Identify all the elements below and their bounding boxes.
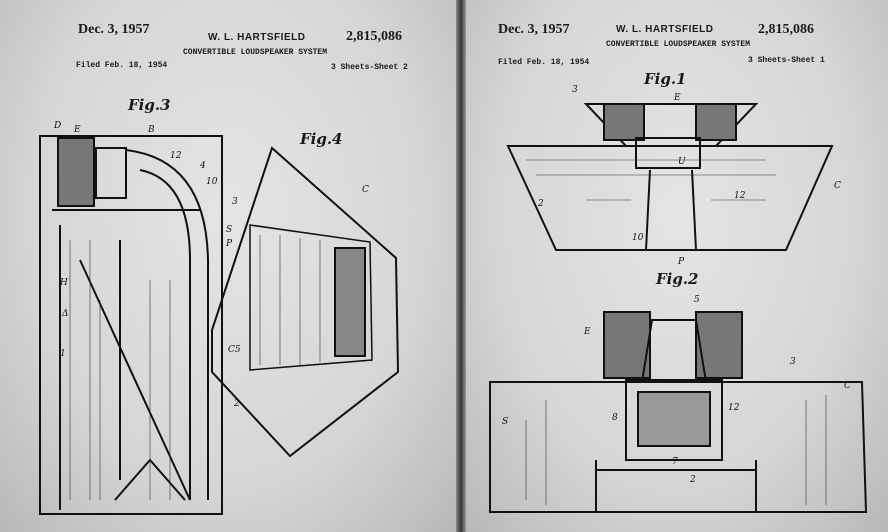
patent-date: Dec. 3, 1957 [498,22,570,37]
ref-label: 3 [790,357,796,367]
sheet-number: 3 Sheets-Sheet 2 [331,63,408,72]
figure-1-2-drawing: E 3 U C 2 12 10 P 5 E 3 C S 12 8 7 2 [489,85,868,513]
patent-sheet-1: Dec. 3, 1957 W. L. HARTSFIELD 2,815,086 … [466,0,888,532]
patent-title: CONVERTIBLE LOUDSPEAKER SYSTEM [183,48,328,57]
ref-label: D [53,121,61,131]
page-gutter [456,0,466,532]
patent-title: CONVERTIBLE LOUDSPEAKER SYSTEM [606,40,751,49]
figure-label: Fig.3 [128,96,171,114]
ref-label: 5 [694,295,700,305]
ref-label: C [362,185,369,195]
figure-3-4-drawing: D E B 3 12 4 10 S P 1 H Δ C C5 2 [39,121,400,515]
ref-label: 10 [206,177,218,187]
ref-label: 4 [199,161,206,171]
ref-label: 7 [672,457,678,467]
ref-label: C5 [228,345,241,355]
ref-label: P [677,257,685,267]
ref-label: 2 [537,199,544,209]
ref-label: C [834,181,841,191]
ref-label: Δ [61,309,69,319]
ref-label: C [844,381,851,391]
ref-label: 12 [734,191,746,201]
inventor-name: W. L. HARTSFIELD [208,32,306,43]
filed-date: Filed Feb. 18, 1954 [498,58,590,67]
filed-date: Filed Feb. 18, 1954 [76,61,168,70]
patent-date: Dec. 3, 1957 [78,22,150,37]
ref-label: 12 [728,403,740,413]
ref-label: E [673,93,681,103]
ref-label: U [678,157,686,167]
ref-label: 2 [233,399,240,409]
ref-label: H [59,278,68,288]
ref-label: 2 [689,475,696,485]
patent-number: 2,815,086 [758,22,814,37]
ref-label: S [226,225,232,235]
ref-label: E [73,125,81,135]
figure-label: Fig.1 [644,70,687,88]
ref-label: B [147,125,155,135]
sheet-number: 3 Sheets-Sheet 1 [748,56,825,65]
figure-label: Fig.4 [300,130,343,148]
patent-number: 2,815,086 [346,29,402,44]
ref-label: 3 [572,85,578,95]
ref-label: S [502,417,508,427]
ref-label: E [583,327,591,337]
figure-label: Fig.2 [656,270,699,288]
ref-label: 8 [612,413,618,423]
inventor-name: W. L. HARTSFIELD [616,24,714,35]
patent-sheet-2: Dec. 3, 1957 W. L. HARTSFIELD 2,815,086 … [0,0,456,532]
ref-label: 10 [632,233,644,243]
ref-label: P [225,239,233,249]
ref-label: 1 [60,349,66,359]
ref-label: 12 [170,151,182,161]
ref-label: 3 [232,197,238,207]
